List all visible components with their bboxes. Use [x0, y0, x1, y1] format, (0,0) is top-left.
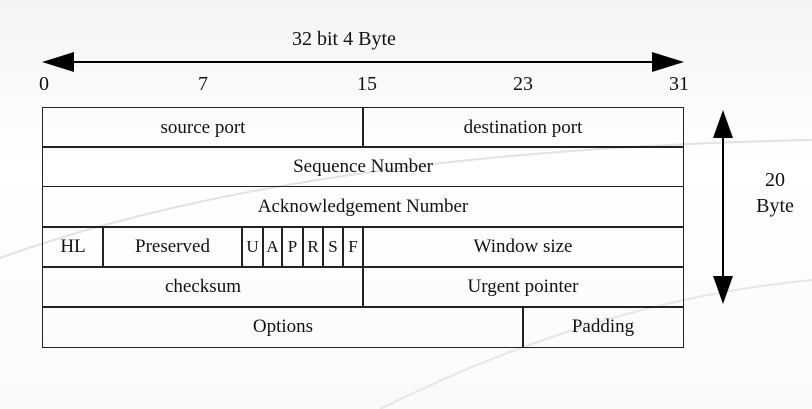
- tick-31: 31: [669, 73, 689, 95]
- checksum-cell: checksum: [42, 266, 364, 308]
- ack-number-cell: Acknowledgement Number: [42, 186, 684, 228]
- flag-s-cell: S: [322, 226, 344, 268]
- flag-f-cell: F: [342, 226, 364, 268]
- preserved-cell: Preserved: [102, 226, 243, 268]
- options-cell: Options: [42, 306, 524, 348]
- width-label: 32 bit 4 Byte: [292, 28, 396, 50]
- header-size-unit: Byte: [756, 195, 794, 217]
- flag-p-cell: P: [281, 226, 304, 268]
- urgent-pointer-cell: Urgent pointer: [362, 266, 684, 308]
- header-size-number: 20: [765, 169, 785, 191]
- window-size-cell: Window size: [362, 226, 684, 268]
- sequence-number-cell: Sequence Number: [42, 146, 684, 187]
- source-port-cell: source port: [42, 107, 364, 148]
- flag-u-cell: U: [241, 226, 264, 268]
- width-arrow-left-head: [42, 52, 74, 72]
- flag-a-cell: A: [262, 226, 283, 268]
- hl-cell: HL: [42, 226, 104, 268]
- tick-0: 0: [39, 73, 49, 95]
- height-arrow-top-head: [713, 110, 733, 138]
- tick-7: 7: [198, 73, 208, 95]
- destination-port-cell: destination port: [362, 107, 684, 148]
- padding-cell: Padding: [522, 306, 684, 348]
- tick-15: 15: [357, 73, 377, 95]
- tick-23: 23: [513, 73, 533, 95]
- flag-r-cell: R: [302, 226, 324, 268]
- header-size-label: 20 Byte: [745, 167, 805, 219]
- height-arrow-bottom-head: [713, 276, 733, 304]
- width-arrow-right-head: [652, 52, 684, 72]
